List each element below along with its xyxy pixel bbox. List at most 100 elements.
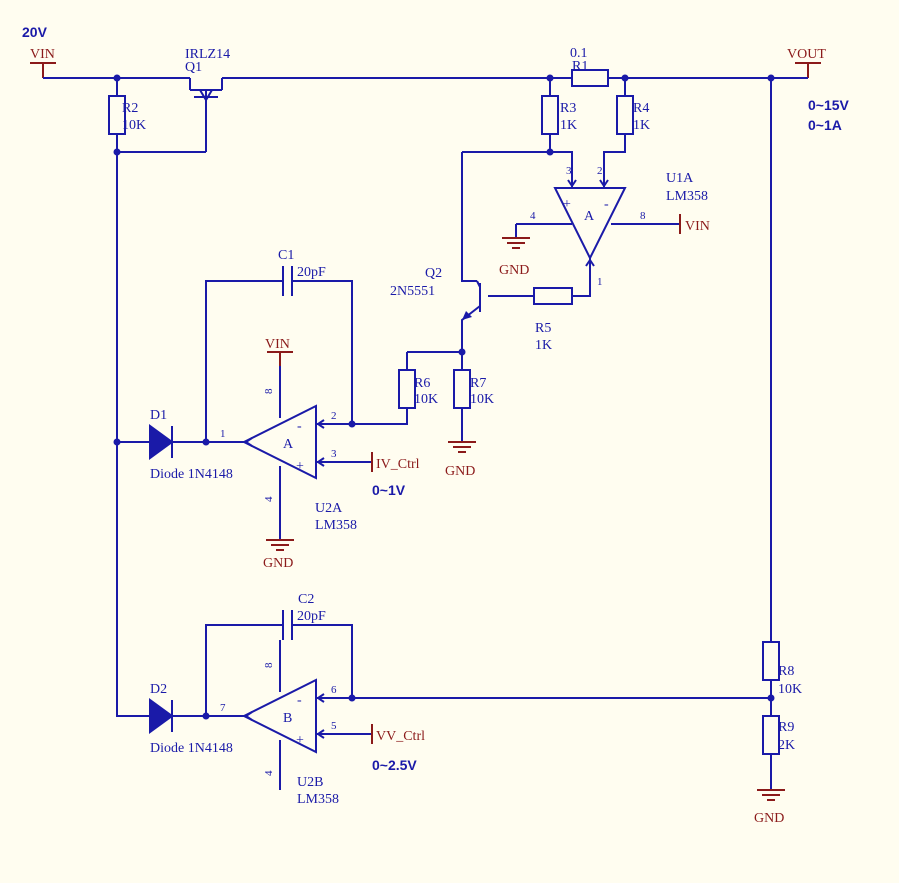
r8-name: R8 [778, 664, 794, 679]
u1a-opamp: + - A 3 2 4 8 1 U1A LM358 [516, 165, 708, 297]
u2b-pin8: 8 [263, 662, 275, 668]
r1-resistor: 0.1 R1 [570, 46, 609, 87]
c1-name: C1 [278, 248, 294, 263]
u2b-unit: B [283, 711, 292, 726]
u2b-pin4: 4 [263, 770, 275, 776]
r6-name: R6 [414, 376, 430, 391]
vin-port: VIN [30, 47, 56, 78]
r5-value: 1K [535, 338, 552, 353]
u2b-value: LM358 [297, 792, 339, 807]
q2-value: 2N5551 [390, 284, 435, 299]
r6-resistor: R6 10K [352, 352, 438, 425]
c2-value: 20pF [297, 609, 326, 624]
u1a-pin1: 1 [597, 276, 603, 288]
r9-gnd-label: GND [754, 811, 784, 826]
r3-resistor: R3 1K [541, 78, 577, 156]
vin-voltage-note: 20V [22, 24, 48, 40]
q2-name: Q2 [425, 266, 442, 281]
r9-resistor: R9 2K [762, 715, 795, 790]
vv-ctrl-label: VV_Ctrl [376, 729, 425, 744]
vv-range-note: 0~2.5V [372, 757, 417, 773]
r8-resistor: R8 10K [762, 641, 802, 716]
r1-value: 0.1 [570, 46, 588, 61]
vin-label: VIN [30, 47, 55, 62]
d1-value: Diode 1N4148 [150, 467, 233, 482]
r7-resistor: R7 10K [453, 352, 494, 442]
u2a-opamp: - + A 2 3 1 8 4 U2A LM358 [206, 366, 372, 540]
q1-value: IRLZ14 [185, 47, 230, 62]
r2-value: 10K [122, 118, 146, 133]
r7-gnd-label: GND [445, 464, 475, 479]
u1a-vin-port: VIN [679, 214, 710, 234]
u1a-name: U1A [666, 171, 694, 186]
c1-value: 20pF [297, 265, 326, 280]
d1-diode: D1 Diode 1N4148 [149, 408, 233, 482]
u2a-minus-sign: - [297, 419, 302, 434]
r6-value: 10K [414, 392, 438, 407]
u2a-pin4: 4 [263, 496, 275, 502]
u2a-unit: A [283, 437, 294, 452]
u1a-gnd-label: GND [499, 263, 529, 278]
d2-value: Diode 1N4148 [150, 741, 233, 756]
u2a-plus-sign: + [296, 459, 304, 474]
r9-value: 2K [778, 738, 795, 753]
r4-name: R4 [633, 101, 649, 116]
u2a-gnd-label: GND [263, 556, 293, 571]
u1a-value: LM358 [666, 189, 708, 204]
u1a-plus-sign: + [563, 197, 571, 212]
r3-value: 1K [560, 118, 577, 133]
d2-name: D2 [150, 682, 167, 697]
r5-resistor: R5 1K [488, 287, 573, 353]
c1-capacitor: C1 20pF [205, 248, 353, 442]
r1-name: R1 [572, 59, 588, 74]
r7-name: R7 [470, 376, 486, 391]
u1a-unit: A [584, 209, 595, 224]
u2b-opamp: - + B 6 5 7 8 4 U2B LM358 [206, 640, 771, 807]
u2a-pin8: 8 [263, 388, 275, 394]
u2b-pin5: 5 [331, 720, 337, 732]
u1a-pin3: 3 [566, 165, 572, 177]
iv-ctrl-label: IV_Ctrl [376, 457, 420, 472]
d2-diode: D2 Diode 1N4148 [149, 682, 233, 756]
u1a-pin2: 2 [597, 165, 603, 177]
r3-name: R3 [560, 101, 576, 116]
q1-mosfet: IRLZ14 Q1 [185, 47, 230, 152]
iv-ctrl-port: IV_Ctrl [371, 452, 420, 472]
c2-name: C2 [298, 592, 314, 607]
u2b-minus-sign: - [297, 693, 302, 708]
u2a-pin3: 3 [331, 448, 337, 460]
u2a-pin2: 2 [331, 410, 337, 422]
r2-name: R2 [122, 101, 138, 116]
u2b-name: U2B [297, 775, 323, 790]
u1a-pin4: 4 [530, 210, 536, 222]
u1a-vin-label: VIN [685, 219, 710, 234]
iv-range-note: 0~1V [372, 482, 406, 498]
u2a-value: LM358 [315, 518, 357, 533]
r5-name: R5 [535, 321, 551, 336]
u2a-name: U2A [315, 501, 343, 516]
r7-value: 10K [470, 392, 494, 407]
u1a-minus-sign: - [604, 197, 609, 212]
u2b-pin6: 6 [331, 684, 337, 696]
r4-value: 1K [633, 118, 650, 133]
u1a-gnd: GND [499, 224, 530, 278]
r4-resistor: R4 1K [603, 78, 650, 180]
u1a-pin8: 8 [640, 210, 646, 222]
r8-value: 10K [778, 682, 802, 697]
vout-label: VOUT [787, 47, 826, 62]
u2a-vin-label: VIN [265, 337, 290, 352]
q1-name: Q1 [185, 60, 202, 75]
c2-capacitor: C2 20pF [205, 592, 353, 716]
r2-resistor: R2 10K [108, 78, 206, 156]
d1-name: D1 [150, 408, 167, 423]
u2a-gnd: GND [263, 539, 294, 571]
u2a-vin-port: VIN [265, 337, 293, 366]
r7-gnd: GND [445, 441, 476, 479]
vv-ctrl-port: VV_Ctrl [371, 724, 425, 744]
vout-range-note: 0~15V [808, 97, 850, 113]
r9-name: R9 [778, 720, 794, 735]
iout-range-note: 0~1A [808, 117, 842, 133]
r9-gnd: GND [754, 789, 785, 826]
vout-port: VOUT [787, 47, 826, 78]
